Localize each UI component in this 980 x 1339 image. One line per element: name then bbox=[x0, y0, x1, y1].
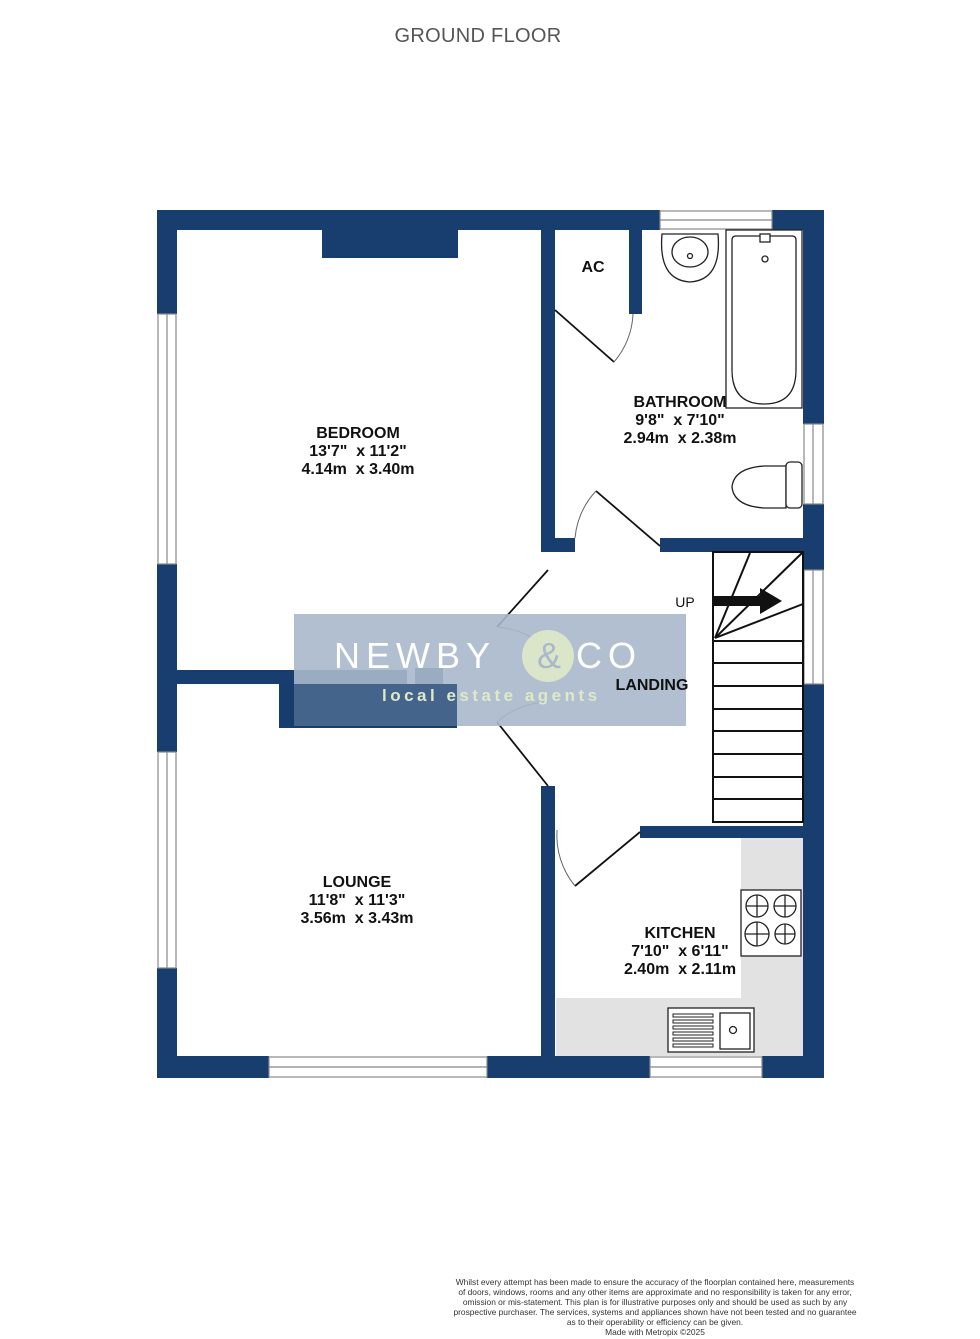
floor-title: GROUND FLOOR bbox=[394, 25, 562, 47]
watermark-brand-right: CO bbox=[576, 635, 642, 676]
landing-name: LANDING bbox=[616, 677, 689, 694]
room-bathroom: BATHROOM 9'8" x 7'10" 2.94m x 2.38m bbox=[624, 394, 737, 447]
bathroom-fixtures bbox=[660, 229, 803, 509]
disclaimer: Whilst every attempt has been made to en… bbox=[425, 1277, 885, 1337]
watermark-brand-left: NEWBY bbox=[334, 635, 496, 676]
hob-icon bbox=[740, 889, 802, 957]
bathroom-metric: 2.94m x 2.38m bbox=[624, 430, 737, 447]
kitchen-metric: 2.40m x 2.11m bbox=[624, 961, 736, 978]
bedroom-metric: 4.14m x 3.40m bbox=[302, 461, 415, 478]
windows bbox=[157, 210, 824, 1078]
room-landing: LANDING UP bbox=[616, 594, 695, 694]
toilet-icon bbox=[731, 465, 787, 509]
staircase bbox=[712, 551, 804, 823]
lounge-metric: 3.56m x 3.43m bbox=[301, 910, 414, 927]
bathroom-imperial: 9'8" x 7'10" bbox=[635, 412, 725, 429]
metropix-credit: Made with Metropix ©2025 bbox=[605, 1327, 705, 1337]
disclaimer-line: as to their operability or efficiency ca… bbox=[566, 1317, 744, 1327]
bedroom-imperial: 13'7" x 11'2" bbox=[309, 443, 407, 460]
disclaimer-line: of doors, windows, rooms and any other i… bbox=[458, 1287, 852, 1297]
room-ac: AC bbox=[581, 259, 605, 276]
watermark-ampersand: & bbox=[537, 635, 561, 676]
room-kitchen: KITCHEN 7'10" x 6'11" 2.40m x 2.11m bbox=[624, 925, 736, 978]
bathtub-basin bbox=[731, 235, 797, 405]
lounge-name: LOUNGE bbox=[323, 874, 392, 891]
bedroom-name: BEDROOM bbox=[316, 425, 400, 442]
room-bedroom: BEDROOM 13'7" x 11'2" 4.14m x 3.40m bbox=[302, 425, 415, 478]
disclaimer-line: Whilst every attempt has been made to en… bbox=[455, 1277, 855, 1287]
ac-name: AC bbox=[581, 259, 605, 276]
doors bbox=[496, 309, 661, 887]
watermark: NEWBY & CO local estate agents bbox=[279, 614, 686, 728]
kitchen-imperial: 7'10" x 6'11" bbox=[631, 943, 729, 960]
stairs-up-arrow-icon bbox=[713, 588, 782, 614]
kitchen-name: KITCHEN bbox=[644, 925, 715, 942]
room-lounge: LOUNGE 11'8" x 11'3" 3.56m x 3.43m bbox=[301, 874, 414, 927]
kitchen-fixtures bbox=[667, 889, 802, 1053]
stairs-up-label: UP bbox=[675, 594, 694, 610]
watermark-tagline: local estate agents bbox=[382, 686, 601, 705]
disclaimer-line: prospective purchaser. The services, sys… bbox=[453, 1307, 857, 1317]
disclaimer-line: omission or mis-statement. This plan is … bbox=[462, 1297, 848, 1307]
bathroom-name: BATHROOM bbox=[633, 394, 726, 411]
lounge-imperial: 11'8" x 11'3" bbox=[309, 892, 406, 909]
